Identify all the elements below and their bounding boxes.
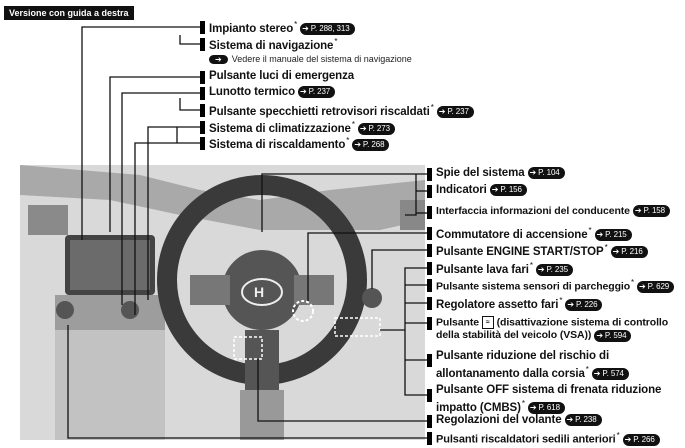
marker-bar [200, 38, 205, 51]
marker-bar [200, 137, 205, 150]
label-heating: Sistema di riscaldamento*➔P. 268 [209, 136, 390, 151]
marker-bar [427, 168, 432, 181]
honda-logo [241, 278, 283, 306]
ignition-highlight [292, 300, 314, 322]
marker-bar [427, 227, 432, 240]
label-mirror-heater: Pulsante specchietti retrovisori riscald… [209, 103, 474, 118]
marker-bar [427, 317, 432, 330]
page-ref-rdm[interactable]: ➔P. 574 [591, 367, 629, 380]
page-ref-stereo[interactable]: ➔P. 288, 313 [300, 22, 355, 35]
label-road-departure: Pulsante riduzione del rischio di allont… [436, 350, 629, 381]
label-steering-adjust: Regolazioni del volante➔P. 238 [436, 414, 602, 426]
label-cmbs: Pulsante OFF sistema di frenata riduzion… [436, 384, 662, 414]
arrow-icon: ➔ [209, 55, 228, 64]
page-ref-seat[interactable]: ➔P. 266 [622, 433, 660, 446]
left-knob [56, 301, 74, 319]
marker-bar [427, 185, 432, 198]
label-engine-start: Pulsante ENGINE START/STOP*➔P. 216 [436, 243, 648, 258]
page-ref-mirror[interactable]: ➔P. 237 [436, 105, 474, 118]
page-ref-info[interactable]: ➔P. 158 [632, 205, 670, 218]
vsa-off-icon: ≈ [481, 316, 494, 329]
label-hazard: Pulsante luci di emergenza [209, 70, 355, 82]
page-ref-cmbs[interactable]: ➔P. 618 [527, 401, 565, 414]
label-parking-sensor: Pulsante sistema sensori di parcheggio*➔… [436, 278, 675, 293]
marker-bar [200, 104, 205, 117]
label-warning-lights: Spie del sistema➔P. 104 [436, 167, 565, 179]
start-button [362, 288, 382, 308]
version-tab: Versione con guida a destra [4, 6, 134, 20]
label-info-interface: Interfaccia informazioni del conducente➔… [436, 205, 670, 218]
marker-bar [427, 415, 432, 428]
label-climate: Sistema di climatizzazione*➔P. 273 [209, 120, 395, 135]
right-leaders [67, 173, 427, 439]
center-console [55, 330, 165, 440]
label-rear-defrost: Lunotto termico➔P. 237 [209, 86, 336, 98]
marker-bar [427, 389, 432, 402]
page-ref-headlight[interactable]: ➔P. 226 [565, 298, 603, 311]
page-ref-heating[interactable]: ➔P. 268 [352, 138, 390, 151]
right-spoke [294, 275, 334, 305]
left-leaders [81, 26, 200, 315]
page-ref-gauges[interactable]: ➔P. 156 [489, 184, 527, 196]
label-gauges: Indicatori➔P. 156 [436, 184, 527, 196]
label-seat-heaters: Pulsanti riscaldatori sedili anteriori*➔… [436, 431, 660, 446]
label-ignition: Commutatore di accensione*➔P. 215 [436, 226, 632, 241]
marker-bar [200, 121, 205, 134]
page-ref-vsa[interactable]: ➔P. 594 [594, 329, 632, 342]
marker-bar [427, 262, 432, 275]
marker-bar [200, 87, 205, 100]
page-ref-rear-defrost[interactable]: ➔P. 237 [298, 86, 336, 98]
label-headlight-washer: Pulsante lava fari*➔P. 235 [436, 261, 573, 276]
marker-bar [427, 244, 432, 257]
label-stereo: Impianto stereo*➔P. 288, 313 [209, 20, 355, 35]
navi-note: ➔Vedere il manuale del sistema di naviga… [209, 54, 412, 64]
page-ref-engine[interactable]: ➔P. 216 [610, 245, 648, 258]
marker-bar [427, 279, 432, 292]
right-knob [121, 301, 139, 319]
label-navigation: Sistema di navigazione* [209, 37, 338, 52]
marker-bar [427, 432, 432, 445]
left-spoke [190, 275, 230, 305]
steering-column [240, 390, 284, 440]
label-vsa: Pulsante ≈ (disattivazione sistema di co… [436, 316, 669, 342]
page-ref-warning[interactable]: ➔P. 104 [527, 167, 565, 179]
label-headlight-adjuster: Regolatore assetto fari*➔P. 226 [436, 296, 603, 311]
marker-bar [200, 21, 205, 34]
page-ref-steering[interactable]: ➔P. 238 [564, 414, 602, 426]
button-cluster-highlight [334, 317, 381, 337]
page-ref-parking[interactable]: ➔P. 629 [637, 280, 675, 293]
marker-bar [427, 206, 432, 219]
left-vent [28, 205, 68, 235]
page-ref-ignition[interactable]: ➔P. 215 [594, 228, 632, 241]
marker-bar [200, 71, 205, 84]
steering-hub [222, 250, 302, 330]
page-ref-washer[interactable]: ➔P. 235 [535, 263, 573, 276]
nav-screen-inner [70, 240, 150, 290]
marker-bar [427, 297, 432, 310]
page-ref-climate[interactable]: ➔P. 273 [357, 122, 395, 135]
svg-text:H: H [254, 284, 264, 300]
marker-bar [427, 354, 432, 367]
